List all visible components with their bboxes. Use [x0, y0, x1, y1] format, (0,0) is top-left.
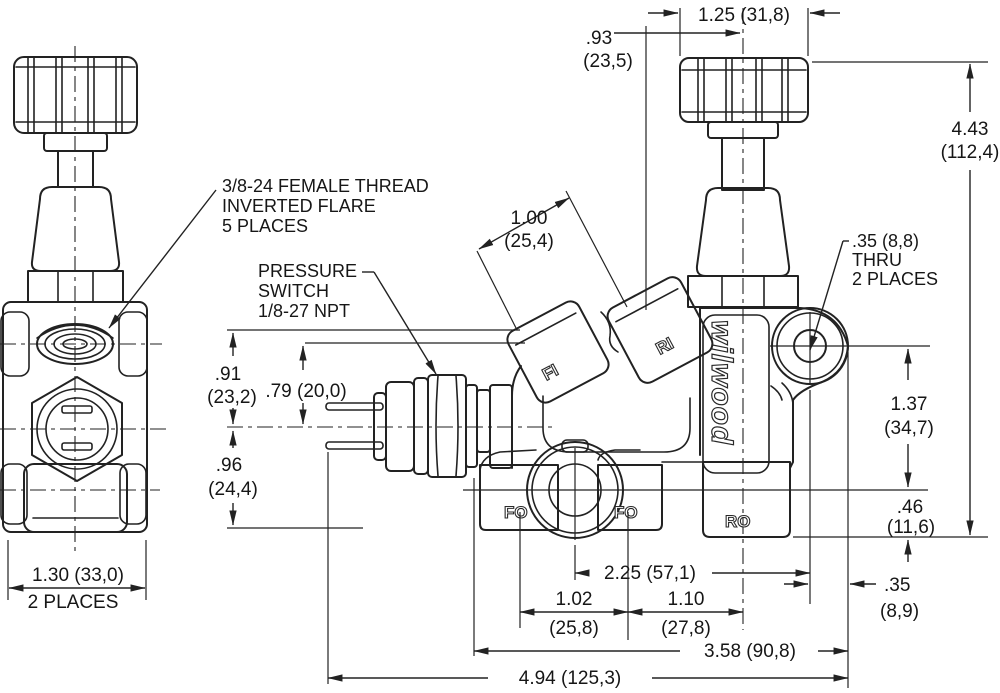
side-tab-lower-left	[0, 463, 28, 525]
side-tab-upper-right	[118, 311, 148, 377]
svg-text:SWITCH: SWITCH	[258, 281, 329, 301]
fi-port: FI	[506, 300, 610, 404]
dim-stem-offset: .93 (23,5)	[583, 26, 741, 310]
svg-text:1.37: 1.37	[891, 394, 928, 415]
dim-body-length: 3.58 (90,8)	[473, 352, 849, 688]
thread-leader	[108, 189, 217, 329]
svg-text:.93: .93	[586, 28, 612, 49]
dim-fo-to-ro: 1.10 (27,8)	[627, 589, 744, 639]
dim-side-width: 1.30 (33,0) 2 PLACES	[7, 540, 147, 613]
switch-mount-face	[489, 384, 513, 469]
front-cap	[695, 187, 791, 277]
dimensions: 1.25 (31,8) .93 (23,5) 4.43 (112,4) 1.00…	[7, 5, 1000, 689]
svg-text:(8,9): (8,9)	[880, 601, 919, 622]
svg-text:1.02: 1.02	[556, 589, 593, 610]
svg-text:.79 (20,0): .79 (20,0)	[265, 381, 346, 402]
svg-text:(34,7): (34,7)	[884, 418, 934, 439]
svg-text:.46: .46	[897, 497, 923, 518]
svg-text:4.43: 4.43	[952, 119, 989, 140]
svg-text:1.10: 1.10	[668, 589, 705, 610]
svg-text:5 PLACES: 5 PLACES	[222, 216, 308, 236]
dim-center-to-hole: 2.25 (57,1)	[574, 390, 811, 604]
svg-text:1.25 (31,8): 1.25 (31,8)	[698, 5, 790, 26]
ri-port-label: RI	[653, 334, 677, 359]
switch-hex	[427, 374, 467, 478]
front-knob-ribs	[697, 57, 789, 123]
mounting-hole-note: .35 (8,8) THRU 2 PLACES	[809, 231, 938, 351]
svg-text:3/8-24 FEMALE THREAD: 3/8-24 FEMALE THREAD	[222, 176, 429, 196]
side-knob-ribs	[27, 56, 123, 134]
dim-fo-spacing: 1.02 (25,8)	[519, 512, 629, 640]
port-saddle	[600, 311, 619, 353]
fi-port-label: FI	[539, 361, 561, 385]
side-terminal-slot-bottom	[61, 442, 93, 451]
dim-hole-to-center: 1.37 (34,7)	[884, 348, 934, 488]
dim-upper-offset: .91 (23,2)	[207, 329, 520, 425]
callouts: 3/8-24 FEMALE THREAD INVERTED FLARE 5 PL…	[108, 176, 938, 375]
wilwood-logo: wilwood	[705, 320, 738, 445]
thread-note: 3/8-24 FEMALE THREAD INVERTED FLARE 5 PL…	[108, 176, 429, 329]
svg-text:.91: .91	[215, 364, 241, 385]
dim-hole-to-edge: .35 (8,9)	[784, 575, 919, 622]
switch-terminal-bottom	[325, 441, 384, 450]
dim-lower-offset: .96 (24,4)	[208, 430, 363, 529]
pressure-switch	[325, 374, 513, 478]
mounting-boss	[770, 307, 930, 405]
svg-text:(23,5): (23,5)	[583, 51, 633, 72]
svg-text:4.94 (125,3): 4.94 (125,3)	[519, 668, 621, 689]
svg-text:(23,2): (23,2)	[207, 387, 257, 408]
svg-text:INVERTED FLARE: INVERTED FLARE	[222, 196, 376, 216]
pressure-switch-note: PRESSURE SWITCH 1/8-27 NPT	[258, 261, 437, 375]
side-terminal-slot-top	[61, 405, 93, 414]
dim-port-spacing: 1.00 (25,4)	[476, 190, 628, 329]
svg-text:(25,8): (25,8)	[549, 618, 599, 639]
svg-text:2 PLACES: 2 PLACES	[28, 592, 119, 613]
logo-panel	[702, 314, 770, 474]
front-view: wilwood RI FI	[227, 8, 930, 630]
side-tab-upper-left	[0, 311, 30, 377]
svg-text:3.58 (90,8): 3.58 (90,8)	[704, 641, 796, 662]
svg-text:(112,4): (112,4)	[941, 142, 1000, 163]
dim-overall-length: 4.94 (125,3)	[327, 452, 849, 689]
dim-knob-width: 1.25 (31,8)	[648, 5, 840, 56]
svg-text:.35 (8,8): .35 (8,8)	[852, 231, 919, 251]
svg-text:1.30 (33,0): 1.30 (33,0)	[32, 565, 124, 586]
svg-text:(27,8): (27,8)	[661, 618, 711, 639]
svg-text:.35: .35	[884, 575, 910, 596]
svg-text:.96: .96	[216, 455, 242, 476]
switch-leader	[373, 271, 437, 375]
side-pressure-switch-end	[31, 376, 123, 482]
hole-leader	[809, 240, 844, 351]
svg-text:(24,4): (24,4)	[208, 479, 258, 500]
fo-left-block	[479, 464, 559, 531]
svg-text:2 PLACES: 2 PLACES	[852, 269, 938, 289]
dim-base-height: .46 (11,6)	[887, 497, 935, 562]
fo-right-block	[597, 464, 663, 531]
side-flare-port	[36, 323, 114, 365]
side-cap	[30, 186, 121, 272]
fo-right-label: FO	[614, 503, 638, 522]
side-lower-block	[23, 463, 128, 533]
switch-terminal-top	[325, 402, 384, 411]
body-u-channel	[542, 395, 691, 453]
ro-label: RO	[725, 512, 751, 531]
dim-overall-height: 4.43 (112,4)	[793, 61, 1000, 538]
svg-text:(25,4): (25,4)	[504, 231, 554, 252]
side-tab-lower-right	[119, 463, 147, 525]
dim-switch-offset: .79 (20,0)	[265, 342, 525, 425]
ro-block	[702, 461, 791, 538]
svg-text:THRU: THRU	[852, 250, 902, 270]
front-stem	[721, 137, 765, 191]
svg-text:1.00: 1.00	[511, 208, 548, 229]
svg-text:PRESSURE: PRESSURE	[258, 261, 357, 281]
side-view	[0, 46, 168, 556]
svg-text:(11,6): (11,6)	[887, 517, 935, 538]
body-left-edge	[511, 365, 522, 469]
svg-text:1/8-27 NPT: 1/8-27 NPT	[258, 301, 350, 321]
svg-text:2.25 (57,1): 2.25 (57,1)	[604, 563, 696, 584]
fo-left-label: FO	[504, 503, 528, 522]
